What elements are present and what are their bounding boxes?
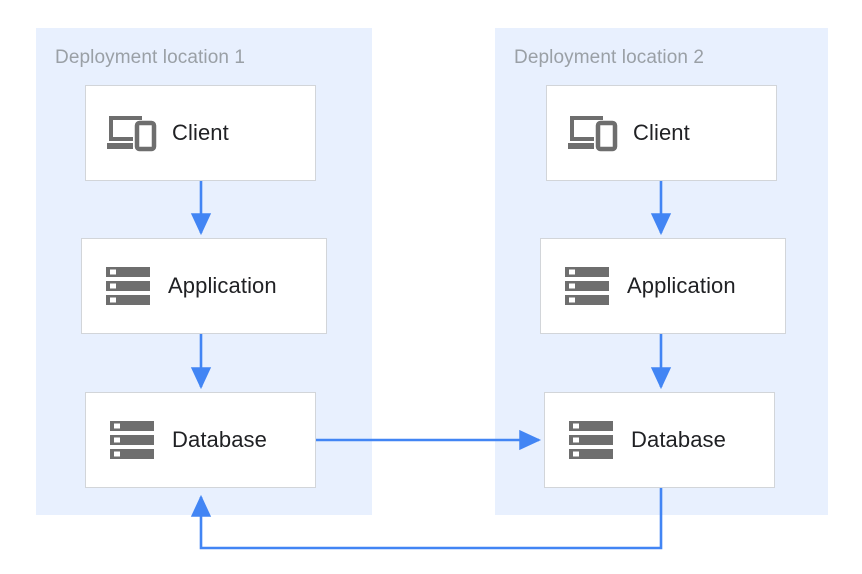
devices-icon xyxy=(104,109,160,157)
node-application-1-label: Application xyxy=(168,273,277,298)
node-database-1[interactable]: Database xyxy=(85,392,316,488)
node-application-2-label: Application xyxy=(627,273,736,298)
node-client-1[interactable]: Client xyxy=(85,85,316,181)
node-database-1-label: Database xyxy=(172,427,267,452)
node-database-2[interactable]: Database xyxy=(544,392,775,488)
node-client-2[interactable]: Client xyxy=(546,85,777,181)
server-icon xyxy=(559,262,615,310)
node-client-2-label: Client xyxy=(633,120,690,145)
devices-icon xyxy=(565,109,621,157)
node-database-2-label: Database xyxy=(631,427,726,452)
node-client-1-label: Client xyxy=(172,120,229,145)
server-icon xyxy=(563,416,619,464)
deployment-zone-2-label: Deployment location 2 xyxy=(514,47,705,68)
server-icon xyxy=(104,416,160,464)
deployment-zone-1-label: Deployment location 1 xyxy=(55,47,246,68)
node-application-1[interactable]: Application xyxy=(81,238,327,334)
node-application-2[interactable]: Application xyxy=(540,238,786,334)
server-icon xyxy=(100,262,156,310)
